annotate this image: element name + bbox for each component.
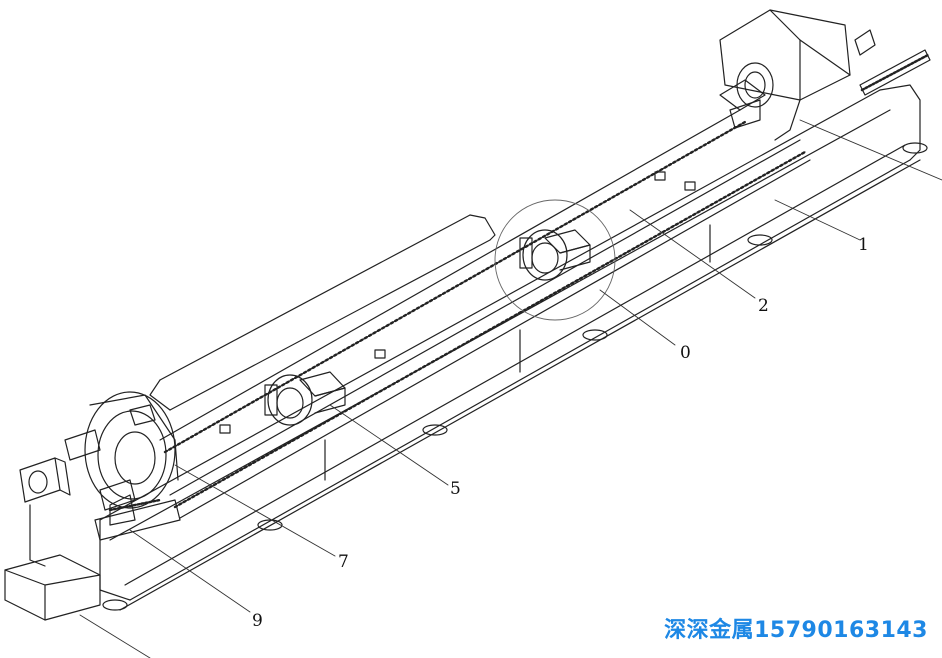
label-1: 1 (858, 235, 869, 255)
middle-support-unit (494, 199, 616, 321)
machine-bed (99, 84, 921, 611)
label-5: 5 (450, 479, 461, 499)
guide-rails (159, 109, 811, 519)
support-unit-5 (264, 371, 346, 426)
rear-chuck-headstock (719, 9, 931, 141)
label-9: 9 (252, 611, 263, 631)
front-chuck (64, 391, 179, 526)
leader-lines (79, 119, 942, 658)
rear-beam (149, 214, 496, 411)
loading-frame (4, 457, 181, 621)
label-0: 0 (680, 343, 691, 363)
watermark: 深深金属15790163143 (664, 618, 928, 643)
rail-brackets (219, 171, 696, 434)
label-2: 2 (758, 296, 769, 316)
label-7: 7 (338, 552, 349, 572)
leveling-feet (102, 142, 928, 611)
